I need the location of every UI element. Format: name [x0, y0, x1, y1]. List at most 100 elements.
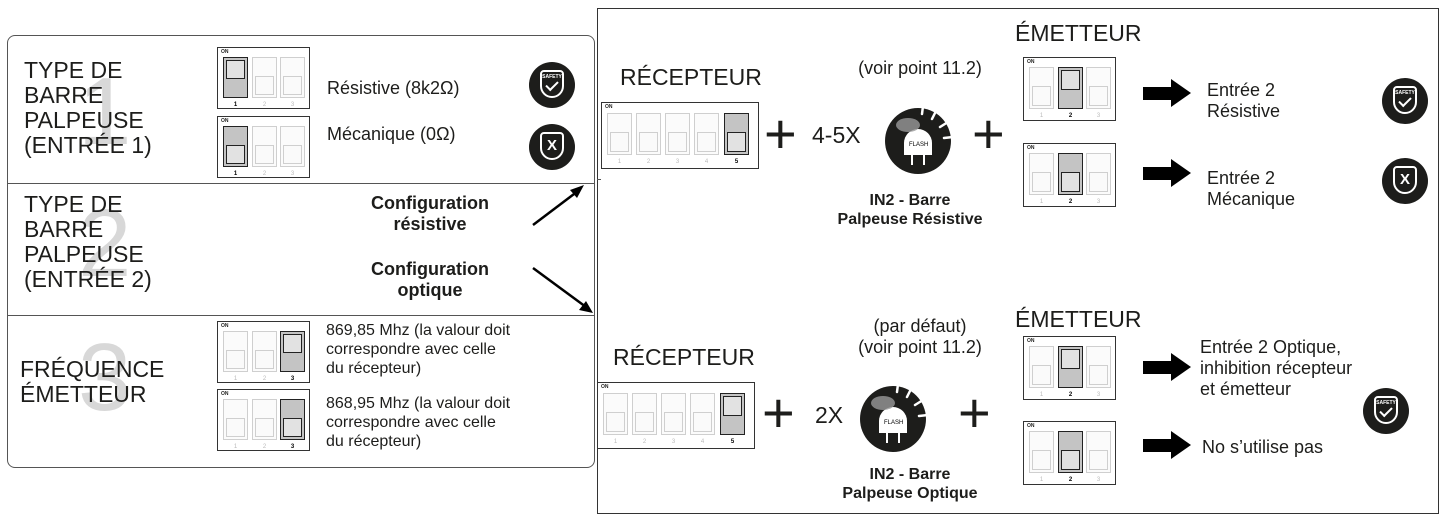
section1-title-line: TYPE DE [24, 57, 123, 83]
result-line: et émetteur [1200, 379, 1292, 399]
dip-number: 2 [262, 376, 267, 382]
emitter-dip-top-2: ON 1 2 3 [1023, 143, 1116, 207]
dip-lever-3: 3 [280, 57, 305, 108]
caption-line: IN2 - Barre [869, 192, 951, 209]
result-top-2: Entrée 2 Mécanique [1207, 168, 1295, 210]
plus-icon: + [762, 381, 795, 444]
dip-number: 3 [1096, 199, 1101, 205]
safety-text: SAFETY [1376, 400, 1396, 406]
dip-number: 3 [1096, 477, 1101, 483]
dip-lever-2: 2 [252, 126, 277, 177]
dip-number: 3 [290, 171, 295, 177]
dip-number: 2 [1068, 113, 1073, 119]
option-mechanical-label: Mécanique (0Ω) [327, 124, 456, 144]
dip-number: 1 [613, 439, 618, 445]
dip-number: 3 [290, 102, 295, 108]
emitter-dip-top-1: ON 1 2 3 [1023, 57, 1116, 121]
dip-lever-2: 2 [1058, 67, 1083, 119]
dip-number: 4 [704, 159, 709, 165]
x-text: X [546, 137, 557, 154]
section1-title: TYPE DE BARRE PALPEUSE (ENTRÉE 1) [24, 58, 194, 158]
dip-lever-3: 3 [665, 113, 690, 165]
dip-switch-s3-869: ON 1 2 3 [217, 321, 310, 383]
dip-number: 2 [642, 439, 647, 445]
dip-lever-3: 3 [1086, 67, 1111, 119]
dip-number: 1 [1039, 199, 1044, 205]
dip-number: 1 [617, 159, 622, 165]
section-divider-2 [7, 315, 595, 316]
dip-lever-4: 4 [694, 113, 719, 165]
dip-number: 2 [1068, 392, 1073, 398]
receiver-label-bottom: RÉCEPTEUR [613, 344, 755, 370]
press-count-bottom: 2X [815, 402, 844, 428]
dip-lever-3: 3 [1086, 346, 1111, 398]
arrow-down-head [579, 301, 593, 313]
dip-number: 3 [290, 376, 295, 382]
emitter-dip-bottom-2: ON 1 2 3 [1023, 421, 1116, 485]
emitter-dip-bottom-1: ON 1 2 3 [1023, 336, 1116, 400]
dip-number: 3 [290, 444, 295, 450]
dip-lever-5: 5 [724, 113, 749, 165]
safety-text: SAFETY [542, 74, 562, 80]
dip-number: 2 [262, 444, 267, 450]
dip-lever-3: 3 [1086, 153, 1111, 205]
dip-number: 1 [233, 102, 238, 108]
dip-lever-2: 2 [1058, 153, 1083, 205]
dip-switch-s1-mechanical: ON 1 2 3 [217, 116, 310, 178]
freq-line: du récepteur) [326, 433, 422, 450]
plus-icon: + [958, 381, 991, 444]
note-line: (voir point 11.2) [858, 337, 982, 357]
dip-number: 5 [730, 439, 735, 445]
section-number-1: 1 [78, 58, 132, 165]
dip-switch-s3-868: ON 1 2 3 [217, 389, 310, 451]
press-count-top: 4-5X [812, 122, 861, 148]
section3-title: FRÉQUENCE ÉMETTEUR [20, 357, 210, 407]
dip-number: 1 [1039, 113, 1044, 119]
result-line: inhibition récepteur [1200, 358, 1353, 378]
option-resistive-label: Résistive (8k2Ω) [327, 78, 460, 98]
dip-lever-2: 2 [252, 331, 277, 382]
dip-lever-4: 4 [690, 393, 715, 445]
freq-line: 868,95 Mhz (la valour doit [326, 395, 511, 412]
emitter-label-bottom: ÉMETTEUR [1015, 306, 1142, 332]
dip-lever-1: 1 [1029, 346, 1054, 398]
section1-title-line: (ENTRÉE 1) [24, 132, 152, 158]
result-top-1: Entrée 2 Résistive [1207, 80, 1280, 122]
section-divider-1 [7, 183, 595, 184]
flash-label: FLASH [884, 420, 904, 426]
dip-number: 4 [700, 439, 705, 445]
config-line: Configuration [371, 259, 489, 279]
receiver-dip-bottom: ON 1 2 3 4 5 [597, 382, 755, 449]
result-bottom-2: No s’utilise pas [1202, 437, 1324, 457]
dip-number: 2 [646, 159, 651, 165]
dip-on-label: ON [221, 391, 229, 397]
dip-lever-3: 3 [280, 399, 305, 450]
dip-lever-3: 3 [661, 393, 686, 445]
dip-on-label: ON [605, 104, 613, 110]
section-number-2: 2 [78, 190, 132, 297]
note-bottom: (par défaut) (voir point 11.2) [815, 316, 1025, 358]
dip-number: 1 [1039, 392, 1044, 398]
note-line: (par défaut) [873, 316, 967, 336]
dip-number: 2 [1068, 477, 1073, 483]
dip-on-label: ON [221, 49, 229, 55]
dip-lever-1: 1 [1029, 431, 1054, 483]
caption-bottom: IN2 - Barre Palpeuse Optique [800, 465, 1020, 503]
section2-title-line: PALPEUSE [24, 241, 144, 267]
dip-lever-1: 1 [223, 57, 248, 108]
dip-on-label: ON [221, 323, 229, 329]
freq-line: correspondre avec celle [326, 341, 496, 358]
dip-lever-2: 2 [1058, 431, 1083, 483]
dip-number: 2 [262, 102, 267, 108]
dip-number: 5 [734, 159, 739, 165]
right-top-box-bottom [597, 179, 601, 180]
dip-number: 2 [1068, 199, 1073, 205]
flash-label: FLASH [909, 142, 929, 148]
dip-lever-5: 5 [720, 393, 745, 445]
dip-lever-3: 3 [280, 126, 305, 177]
dip-on-label: ON [221, 118, 229, 124]
caption-line: Palpeuse Optique [842, 485, 978, 502]
freq-869-text: 869,85 Mhz (la valour doit correspondre … [326, 321, 581, 378]
dip-lever-1: 1 [223, 126, 248, 177]
